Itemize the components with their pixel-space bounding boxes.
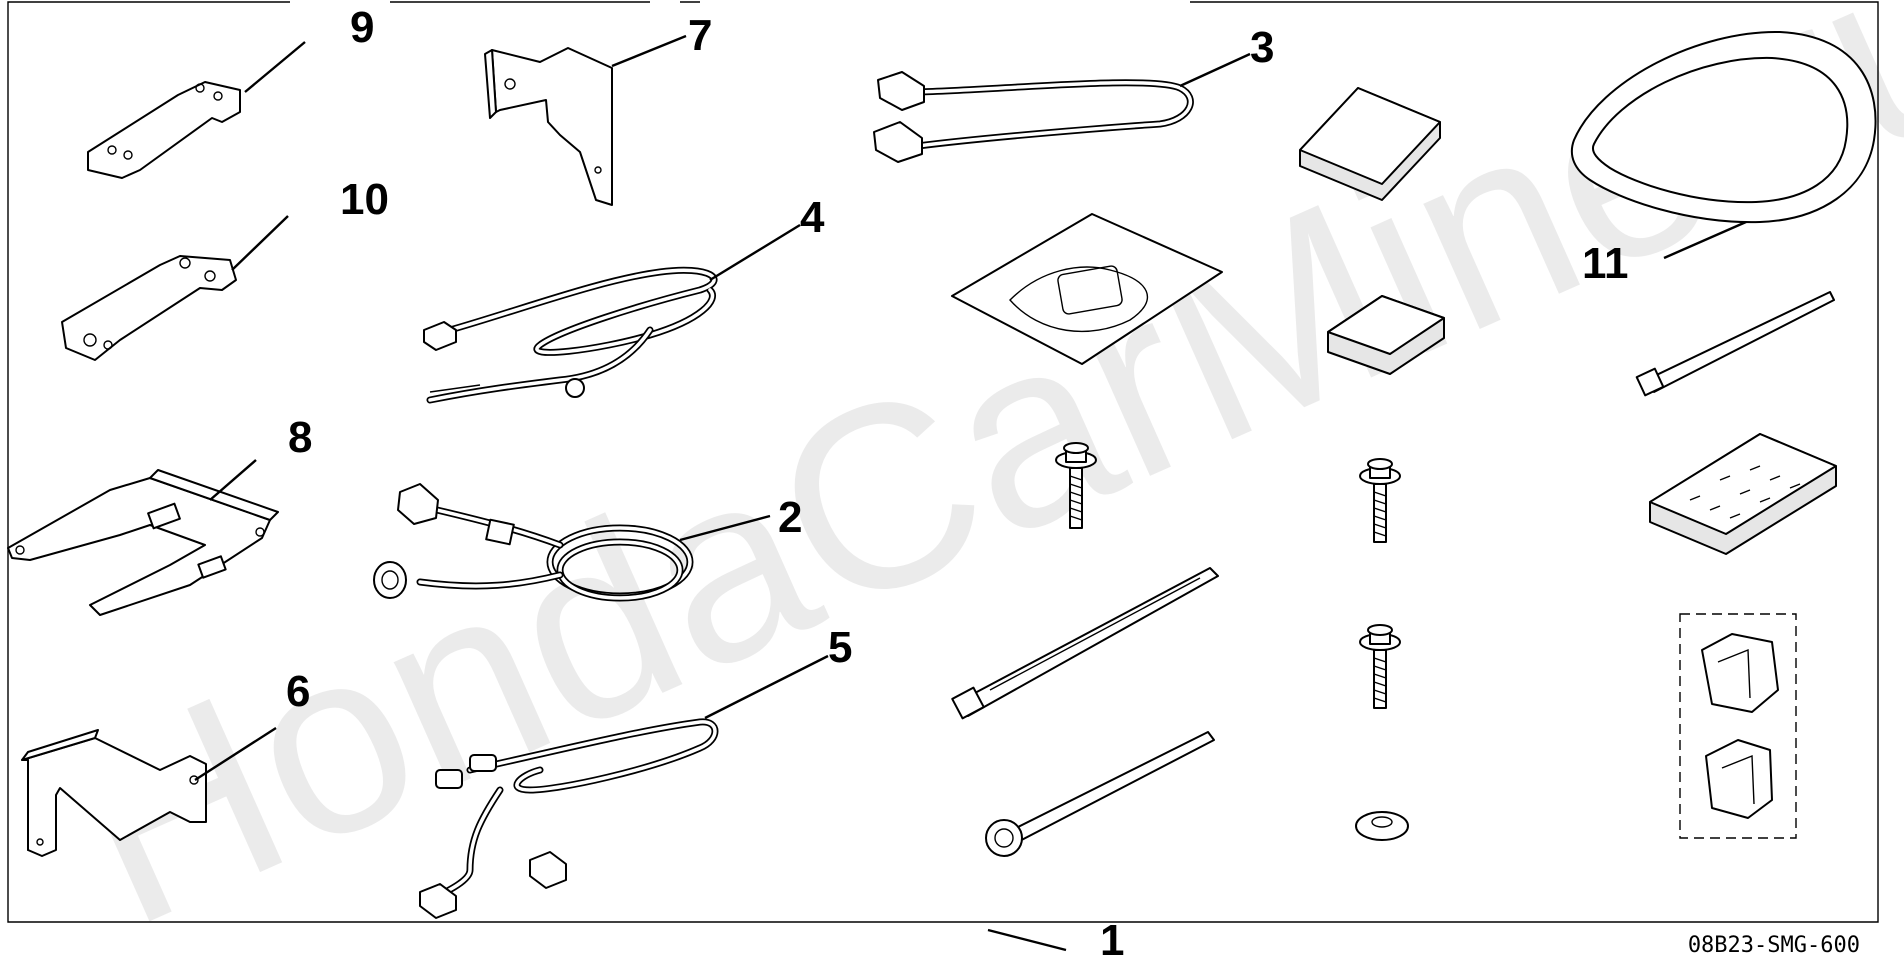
part-7-bracket bbox=[484, 34, 687, 206]
part-4-harness bbox=[423, 223, 801, 404]
callout-2: 2 bbox=[778, 493, 802, 542]
part-10-bracket bbox=[61, 215, 289, 361]
callout-10: 10 bbox=[340, 175, 389, 224]
callout-5: 5 bbox=[828, 623, 852, 672]
callout-1: 1 bbox=[1100, 916, 1124, 959]
part-8-bracket bbox=[7, 459, 279, 616]
part-screw-3 bbox=[1359, 624, 1401, 709]
part-cable-tie-1 bbox=[951, 567, 1219, 720]
part-sheet-pad bbox=[951, 213, 1223, 365]
part-screw-1 bbox=[1055, 442, 1097, 529]
part-6-bracket bbox=[21, 726, 277, 857]
kit-frame bbox=[7, 1, 1879, 923]
callout-4: 4 bbox=[800, 193, 825, 242]
part-code: 08B23-SMG-600 bbox=[1688, 933, 1860, 958]
callout-9: 9 bbox=[350, 3, 374, 52]
part-washer bbox=[1355, 811, 1409, 841]
part-5-harness bbox=[419, 654, 829, 919]
part-clip-set bbox=[1679, 613, 1797, 839]
part-2-coil-cable bbox=[373, 483, 771, 602]
callout-11: 11 bbox=[1582, 239, 1629, 288]
part-screw-2 bbox=[1359, 458, 1401, 543]
callout-6: 6 bbox=[286, 667, 310, 716]
part-foam-pad-2 bbox=[1327, 295, 1445, 375]
callout-3: 3 bbox=[1250, 23, 1274, 72]
callout-8: 8 bbox=[288, 413, 312, 462]
part-foam-pad-1 bbox=[1299, 87, 1441, 201]
part-3-cable bbox=[873, 52, 1251, 163]
part-cable-tie-clip bbox=[985, 731, 1215, 857]
callout-7: 7 bbox=[688, 11, 712, 60]
leader-1 bbox=[987, 928, 1067, 952]
part-9-bracket bbox=[87, 41, 306, 179]
part-cable-tie-2 bbox=[1635, 291, 1835, 397]
part-11-antenna-loop bbox=[1570, 30, 1877, 260]
part-foam-pad-3 bbox=[1649, 433, 1837, 555]
